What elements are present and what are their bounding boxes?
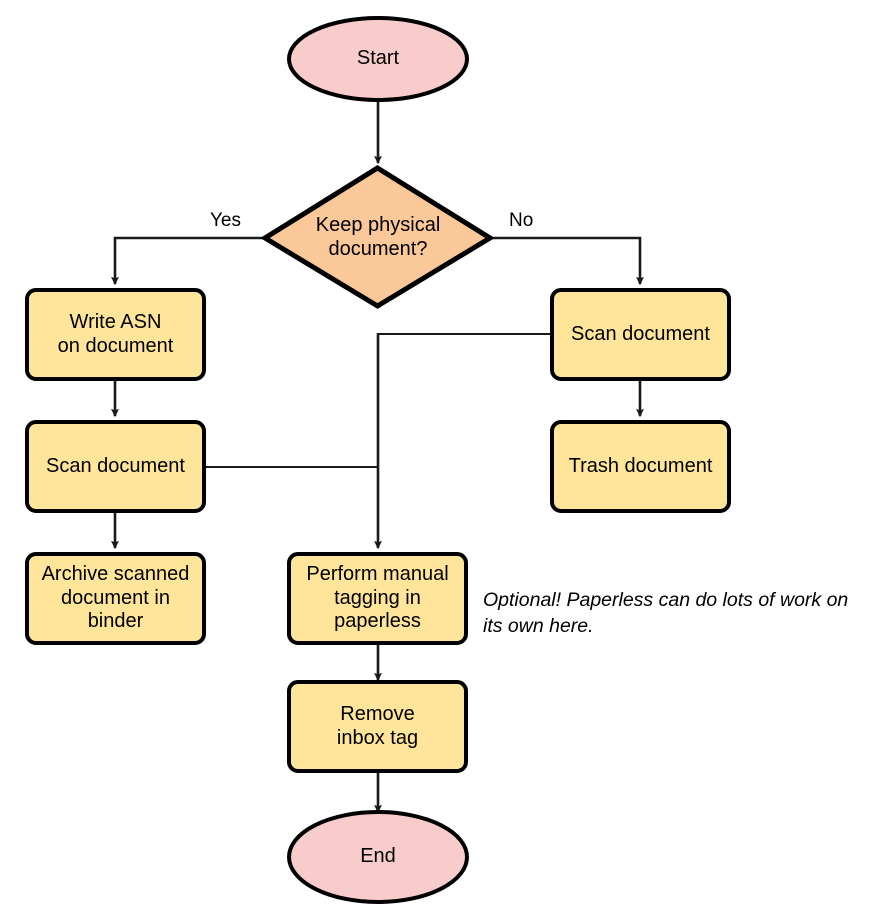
annotation-optional-note: Optional! Paperless can do lots of work …	[483, 589, 849, 637]
edge-decision-no-to-scan-right	[490, 236, 644, 286]
node-perform-manual-tagging[interactable]	[287, 552, 468, 645]
node-decision-keep-physical-document[interactable]	[260, 165, 495, 309]
node-end[interactable]	[287, 810, 469, 904]
node-scan-document-right[interactable]	[550, 288, 731, 381]
node-write-asn[interactable]	[25, 288, 206, 381]
node-remove-inbox-tag[interactable]	[287, 680, 468, 773]
node-scan-document-left[interactable]	[25, 420, 206, 513]
node-trash-document[interactable]	[550, 420, 731, 513]
edge-label-yes: Yes	[210, 210, 241, 231]
node-start[interactable]	[287, 16, 469, 102]
edge-label-no: No	[509, 210, 534, 231]
node-archive-scanned-document[interactable]	[25, 552, 206, 645]
edge-decision-yes-to-write-asn	[111, 236, 265, 286]
